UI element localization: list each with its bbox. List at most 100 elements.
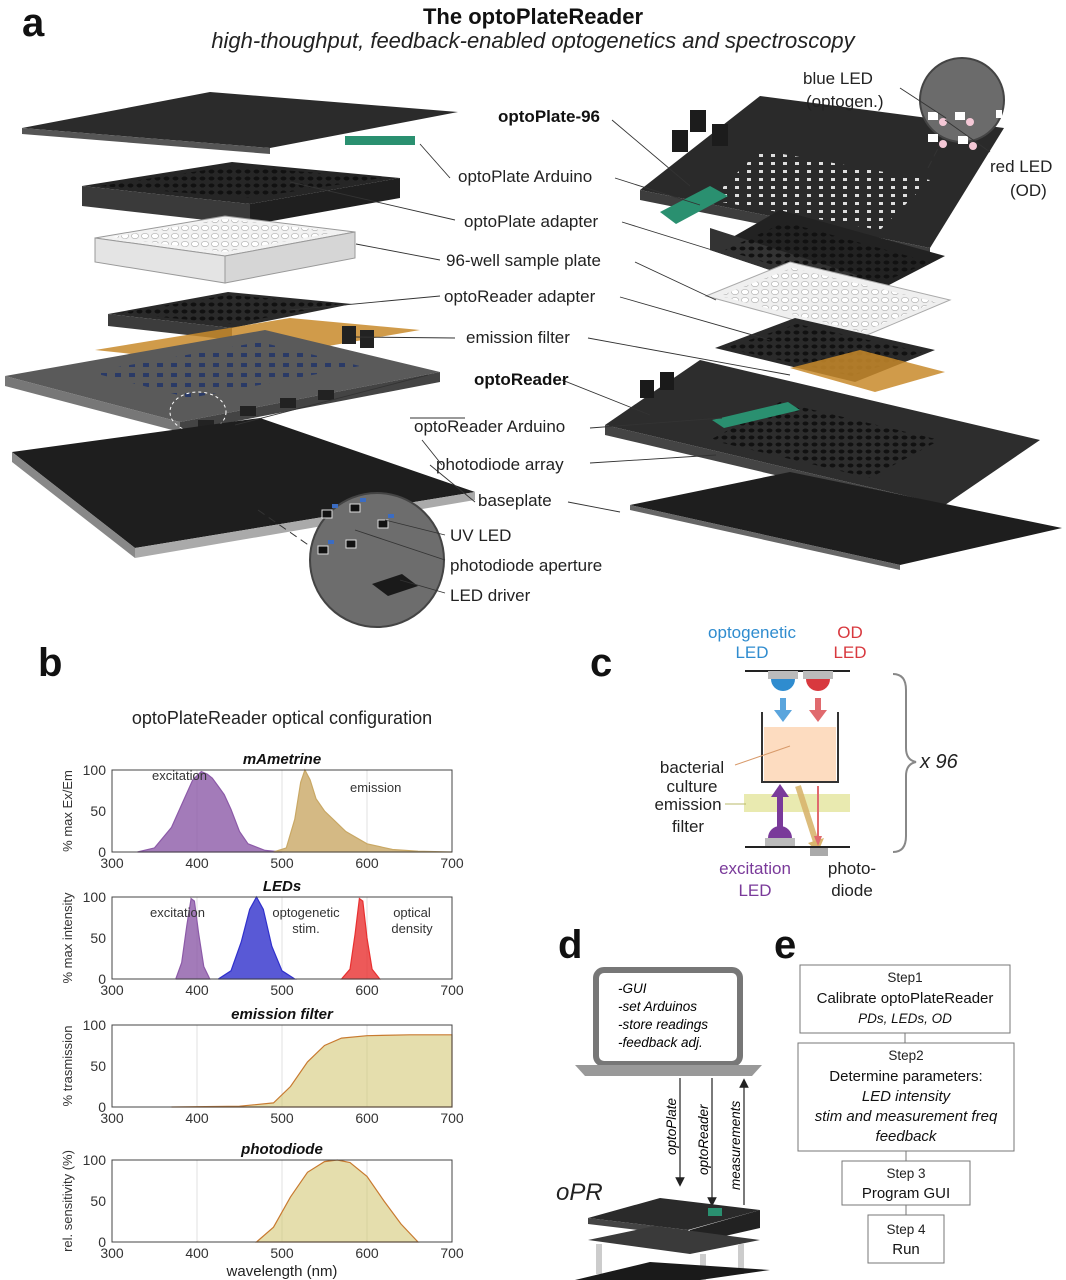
series-label: emission [350, 780, 401, 795]
label-optoplate-arduino: optoPlate Arduino [458, 167, 592, 186]
laptop-screen [593, 967, 743, 1067]
y-tick-label: 50 [90, 930, 106, 946]
optoplate-arduino-left [345, 136, 415, 145]
step1-line1: Calibrate optoPlateReader [817, 990, 994, 1007]
series-label: stim. [292, 921, 319, 936]
label-x96: x 96 [919, 751, 959, 773]
label-od-led: LED [833, 643, 866, 662]
label-red-led-sub: (OD) [1010, 181, 1047, 200]
label-red-led: red LED [990, 157, 1052, 176]
y-tick-label: 0 [98, 844, 106, 860]
screen-line-4: -feedback adj. [618, 1035, 703, 1050]
series-area [171, 1034, 453, 1108]
x-tick-label: 300 [100, 982, 124, 998]
baseplate-left [12, 418, 475, 548]
x-tick-label: 500 [270, 855, 294, 871]
emission-filter-rect [744, 794, 850, 812]
step3-head: Step 3 [886, 1166, 925, 1181]
x-tick-label: 600 [355, 1245, 379, 1261]
well-outline [761, 712, 839, 783]
label-od: OD [837, 623, 863, 642]
step2-head: Step2 [888, 1048, 923, 1063]
panel-d: d -GUI -set Arduinos -store readings -fe… [556, 923, 770, 1280]
brace [892, 673, 917, 853]
excitation-led-dome [768, 826, 792, 838]
label-optoplate96: optoPlate-96 [498, 107, 600, 126]
series-label: density [391, 921, 433, 936]
panel-b: b optoPlateReader optical configuration … [38, 641, 464, 1280]
series-label: optical [393, 905, 431, 920]
step3-line1: Program GUI [862, 1185, 950, 1202]
step-box-3 [841, 1160, 971, 1206]
series-area [254, 1159, 420, 1243]
blue-arrow [774, 710, 792, 722]
bacterial-culture [764, 727, 836, 781]
red-arrow [809, 710, 827, 722]
label-opr: oPR [556, 1179, 603, 1206]
optoplate-arduino-right [660, 186, 728, 224]
x-tick-label: 600 [355, 982, 379, 998]
step-box-2 [797, 1042, 1015, 1152]
y-tick-label: 100 [83, 1017, 107, 1033]
baseplate-right [630, 472, 1062, 565]
leader-lines-a [234, 87, 991, 594]
laptop-base [575, 1065, 762, 1076]
label-optoreader-arduino: optoReader Arduino [414, 417, 565, 436]
x-tick-label: 500 [270, 1110, 294, 1126]
label-emission-filter: emission filter [466, 328, 570, 347]
label-diode: diode [831, 881, 873, 900]
led-driver-chip [372, 574, 418, 596]
label-blue-led: blue LED [803, 69, 873, 88]
chart-title: emission filter [231, 1006, 334, 1023]
step-box-4 [867, 1214, 945, 1264]
zoom-circle-top [919, 57, 1005, 143]
panel-b-title: optoPlateReader optical configuration [132, 708, 432, 728]
axes-frame [111, 1159, 453, 1243]
y-axis-label: % max intensity [60, 892, 75, 984]
series-area [137, 770, 283, 853]
series-label: excitation [152, 768, 207, 783]
chart-title: LEDs [263, 878, 301, 895]
label-optogenetic: optogenetic [708, 623, 796, 642]
label-optoreader-adapter: optoReader adapter [444, 287, 596, 306]
figure-subtitle: high-thoughput, feedback-enabled optogen… [211, 28, 856, 53]
series-label: excitation [150, 905, 205, 920]
panel-a-letter: a [22, 1, 45, 45]
y-tick-label: 100 [83, 889, 107, 905]
label-blue-led-sub: (optogen.) [806, 92, 884, 111]
y-tick-label: 100 [83, 762, 107, 778]
label-culture: culture [666, 777, 717, 796]
step-box-1 [799, 964, 1011, 1034]
left-exploded-stack [5, 92, 475, 628]
label-optogenetic-led: LED [735, 643, 768, 662]
label-led-driver: LED driver [450, 586, 531, 605]
tan-arrow [808, 838, 824, 852]
x-tick-label: 300 [100, 1245, 124, 1261]
x-axis-label: wavelength (nm) [226, 1263, 338, 1280]
series-area [273, 768, 453, 853]
device-top-plate [588, 1198, 760, 1230]
figure-title: The optoPlateReader [423, 4, 643, 29]
x-tick-label: 400 [185, 1110, 209, 1126]
screen-line-3: -store readings [618, 1017, 708, 1032]
panel-e: e Step1 Calibrate optoPlateReader PDs, L… [774, 923, 1015, 1264]
y-tick-label: 0 [98, 1099, 106, 1115]
step2-line4: feedback [876, 1128, 938, 1145]
label-bacterial: bacterial [660, 758, 724, 777]
x-tick-label: 700 [440, 1245, 464, 1261]
step2-line2: LED intensity [862, 1088, 952, 1105]
panel-a: a The optoPlateReader high-thoughput, fe… [5, 1, 1062, 628]
x-tick-label: 600 [355, 855, 379, 871]
label-photo: photo- [828, 859, 876, 878]
screen-line-1: -GUI [618, 981, 647, 996]
screen-line-2: -set Arduinos [618, 999, 697, 1014]
optogenetic-led-dome [771, 679, 795, 691]
label-excitation-led: LED [738, 881, 771, 900]
x-tick-label: 700 [440, 1110, 464, 1126]
label-photodiode-aperture: photodiode aperture [450, 556, 602, 575]
x-tick-label: 400 [185, 1245, 209, 1261]
optoplate96-board-left [22, 92, 458, 148]
label-arrow-measurements: measurements [728, 1100, 743, 1190]
